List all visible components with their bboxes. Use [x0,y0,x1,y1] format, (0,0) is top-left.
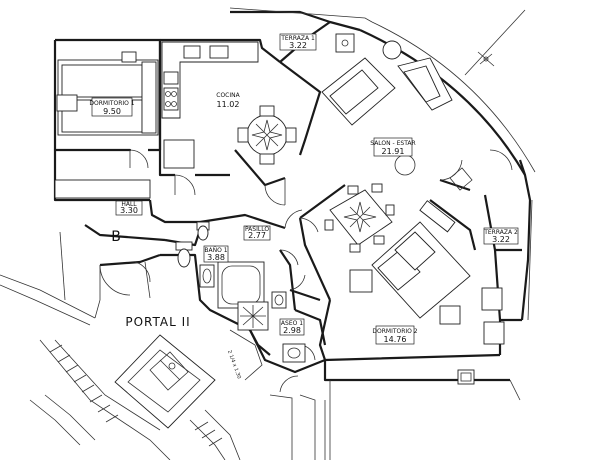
stairs [29,329,263,460]
room-label-terraza-2: TERRAZA 2 3.22 [483,227,519,245]
room-label-aseo-1: ASEO 1 2.98 [279,318,305,336]
armchairs [481,287,505,345]
room-name: DORMITORIO 2 [372,328,417,335]
room-area: 3.22 [289,41,307,50]
room-name: TERRAZA 1 [280,35,315,42]
north-arrow-icon [464,9,526,76]
room-label-salon-estar: SALON - ESTAR 21.91 [370,137,416,157]
table-with-chairs-icon [237,105,297,165]
room-area: 3.88 [207,253,225,262]
plant-pot [382,40,402,60]
plant-icon [449,167,473,191]
stair-label: 2 1/4 x 1.30 [226,349,242,379]
stove-icon [163,87,179,111]
room-name: BAÑO 1 [204,247,227,254]
room-label-dormitorio-2: DORMITORIO 2 14.76 [372,325,418,345]
elevator-icon [114,334,216,429]
side-table [394,154,416,176]
room-area: 21.91 [382,147,405,156]
room-label-pasillo: PASILLO 2.77 [243,225,271,241]
room-label-hall: HALL 3.30 [115,200,143,216]
doors [99,149,513,393]
room-area: 11.02 [217,100,240,109]
room-label-bano-1: BAÑO 1 3.88 [203,245,229,263]
kitchen-counter [161,41,259,119]
room-name: ASEO 1 [281,320,303,327]
room-area: 9.50 [103,107,121,116]
room-label-terraza-1: TERRAZA 1 3.22 [279,33,317,51]
room-name: SALON - ESTAR [370,140,415,147]
nightstand [121,51,137,63]
washbasin-icon [199,264,215,288]
exterior-walls [0,7,536,460]
utility-box [335,33,355,53]
room-name: PASILLO [245,226,269,233]
room-area: 2.77 [248,231,266,240]
room-name: HALL [121,201,137,208]
room-area: 3.30 [120,206,138,215]
room-area: 14.76 [384,335,407,344]
toilet-icon [175,221,210,268]
room-area: 3.22 [492,235,510,244]
bed-icon-2 [349,221,471,325]
room-area: 2.98 [283,326,301,335]
portal-label: PORTAL II [125,315,190,329]
fridge-icon [163,139,195,169]
room-label-dormitorio-1: DORMITORIO 1 9.50 [89,97,135,117]
wardrobe [54,179,151,199]
wardrobe-2 [419,200,456,233]
room-name: TERRAZA 2 [483,229,518,236]
dining-table-icon [324,183,395,253]
aseo-fixtures [271,291,306,363]
bathtub-icon [217,261,265,309]
shower-icon [237,301,269,331]
room-name: COCINA [216,92,240,99]
room-label-cocina: COCINA 11.02 [216,92,240,109]
sink-icon [163,71,179,85]
bed-icon [56,59,159,136]
block-letter: B [111,229,121,245]
room-name: DORMITORIO 1 [89,100,134,107]
sofa-icon [321,57,453,126]
